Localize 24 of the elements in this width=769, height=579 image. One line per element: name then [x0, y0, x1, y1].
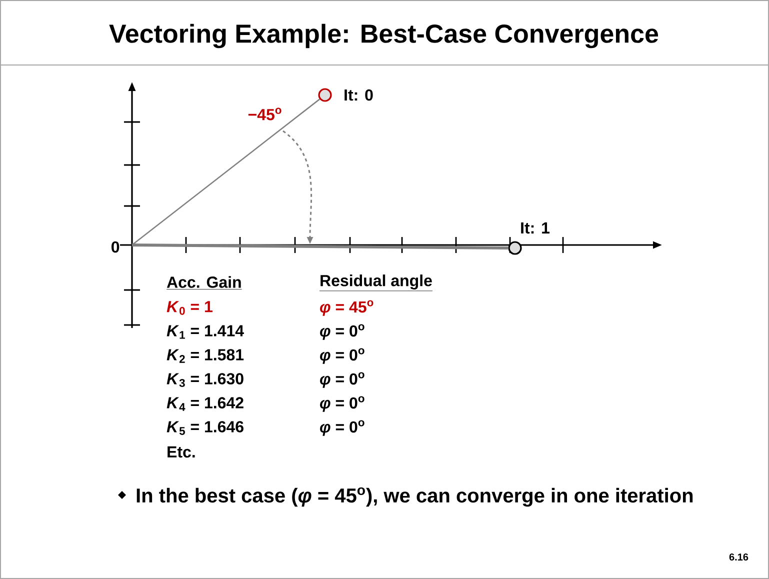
table-cell: φ = 0$^{o}$ — [320, 324, 364, 340]
bullet-text: In the best case (φ = 45$^{o}$), we can converge in one iteration — [136, 487, 693, 507]
point-label: It: 1 — [521, 222, 550, 234]
slide-title: Vectoring Example: Best-Case Convergence — [109, 24, 658, 48]
table-cell: φ = 0$^{o}$ — [320, 372, 364, 388]
point-marker — [508, 241, 522, 255]
table-cell: K$_{2}$ = 1.581 — [166, 349, 244, 363]
origin-label: 0 — [112, 241, 120, 253]
column-header: Residual angle — [319, 274, 433, 292]
table-cell: Etc. — [168, 446, 195, 458]
column-header: Acc. Gain — [166, 276, 242, 290]
table-cell: K$_{0}$ = 1 — [166, 301, 212, 315]
table-cell: φ = 0$^{o}$ — [320, 396, 364, 412]
table-cell: K$_{5}$ = 1.646 — [166, 421, 244, 435]
table-cell: φ = 45$^{o}$ — [320, 300, 374, 316]
angle-label: −45$^{o}$ — [248, 108, 282, 120]
point-label: It: 0 — [344, 89, 373, 101]
table-cell: φ = 0$^{o}$ — [320, 420, 364, 436]
table-cell: K$_{4}$ = 1.642 — [166, 397, 244, 411]
point-marker — [318, 88, 332, 102]
page-number: 6.16 — [729, 553, 748, 561]
table-cell: φ = 0$^{o}$ — [320, 348, 364, 364]
table-cell: K$_{1}$ = 1.414 — [166, 325, 244, 339]
table-cell: K$_{3}$ = 1.630 — [166, 373, 244, 387]
